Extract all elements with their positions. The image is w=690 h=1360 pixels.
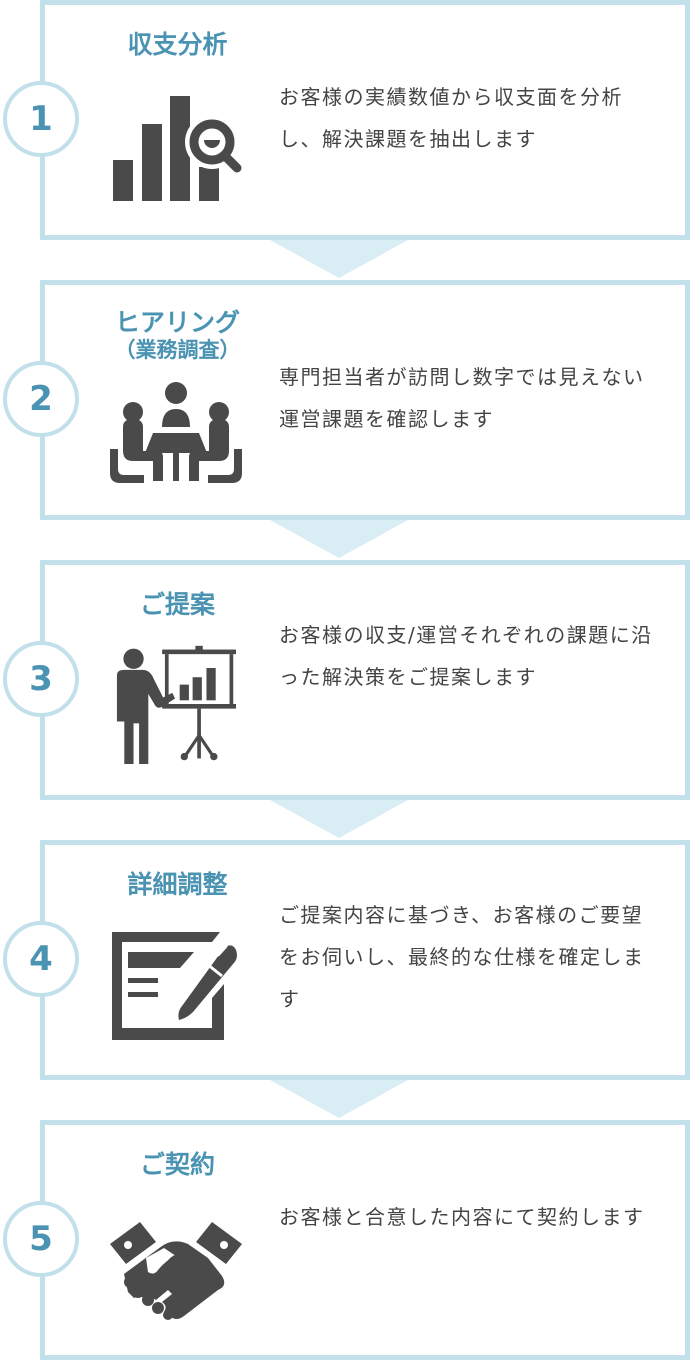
step-description: 専門担当者が訪問し数字では見えない運営課題を確認します [279, 365, 645, 431]
step-3: 3 ご提案 お客様の収支/運営それぞれの課題に沿った解決策をご提案します [0, 560, 690, 838]
step-box [40, 280, 690, 520]
step-title: 詳細調整 [127, 870, 228, 899]
step-number-badge: 1 [3, 81, 79, 157]
step-number-badge: 4 [3, 921, 79, 997]
step-description: お客様の実績数値から収支面を分析し、解決課題を抽出します [279, 85, 623, 151]
handshake-icon [110, 1222, 242, 1320]
step-description: ご提案内容に基づき、お客様のご要望をお伺いし、最終的な仕様を確定します [279, 903, 645, 1011]
step-5: 5 ご契約 お客様と合意した内容にて契約します [0, 1120, 690, 1360]
step-1: 1 収支分析 お客様の実績数値から収支面を分析し、解決課題を抽出します [0, 0, 690, 278]
step-4: 4 詳細調整 ご提案内容に基づき、お客様のご要望をお伺いし、最終的な仕様を確定し… [0, 840, 690, 1118]
presentation-icon [116, 645, 236, 764]
down-arrow-icon [270, 520, 408, 558]
step-subtitle: （業務調査） [114, 338, 241, 362]
down-arrow-icon [270, 1080, 408, 1118]
step-number-badge: 3 [3, 641, 79, 717]
step-title: ヒアリング （業務調査） [90, 308, 265, 362]
step-2: 2 ヒアリング （業務調査） 専門担当者が訪問し数字では見えない運営課題を確認し… [0, 280, 690, 558]
meeting-table-icon [110, 382, 242, 483]
step-title: 収支分析 [127, 30, 228, 59]
step-box [40, 560, 690, 800]
step-title: ご提案 [139, 590, 215, 619]
step-number-badge: 2 [3, 361, 79, 437]
document-pen-icon [112, 932, 237, 1040]
bar-chart-magnifier-icon [113, 96, 242, 201]
step-description: お客様の収支/運営それぞれの課題に沿った解決策をご提案します [279, 623, 653, 689]
step-number-badge: 5 [3, 1201, 79, 1277]
down-arrow-icon [270, 800, 408, 838]
step-description: お客様と合意した内容にて契約します [279, 1205, 645, 1229]
step-title-main: ヒアリング [114, 308, 240, 337]
down-arrow-icon [270, 240, 408, 278]
step-title: ご契約 [139, 1150, 215, 1179]
